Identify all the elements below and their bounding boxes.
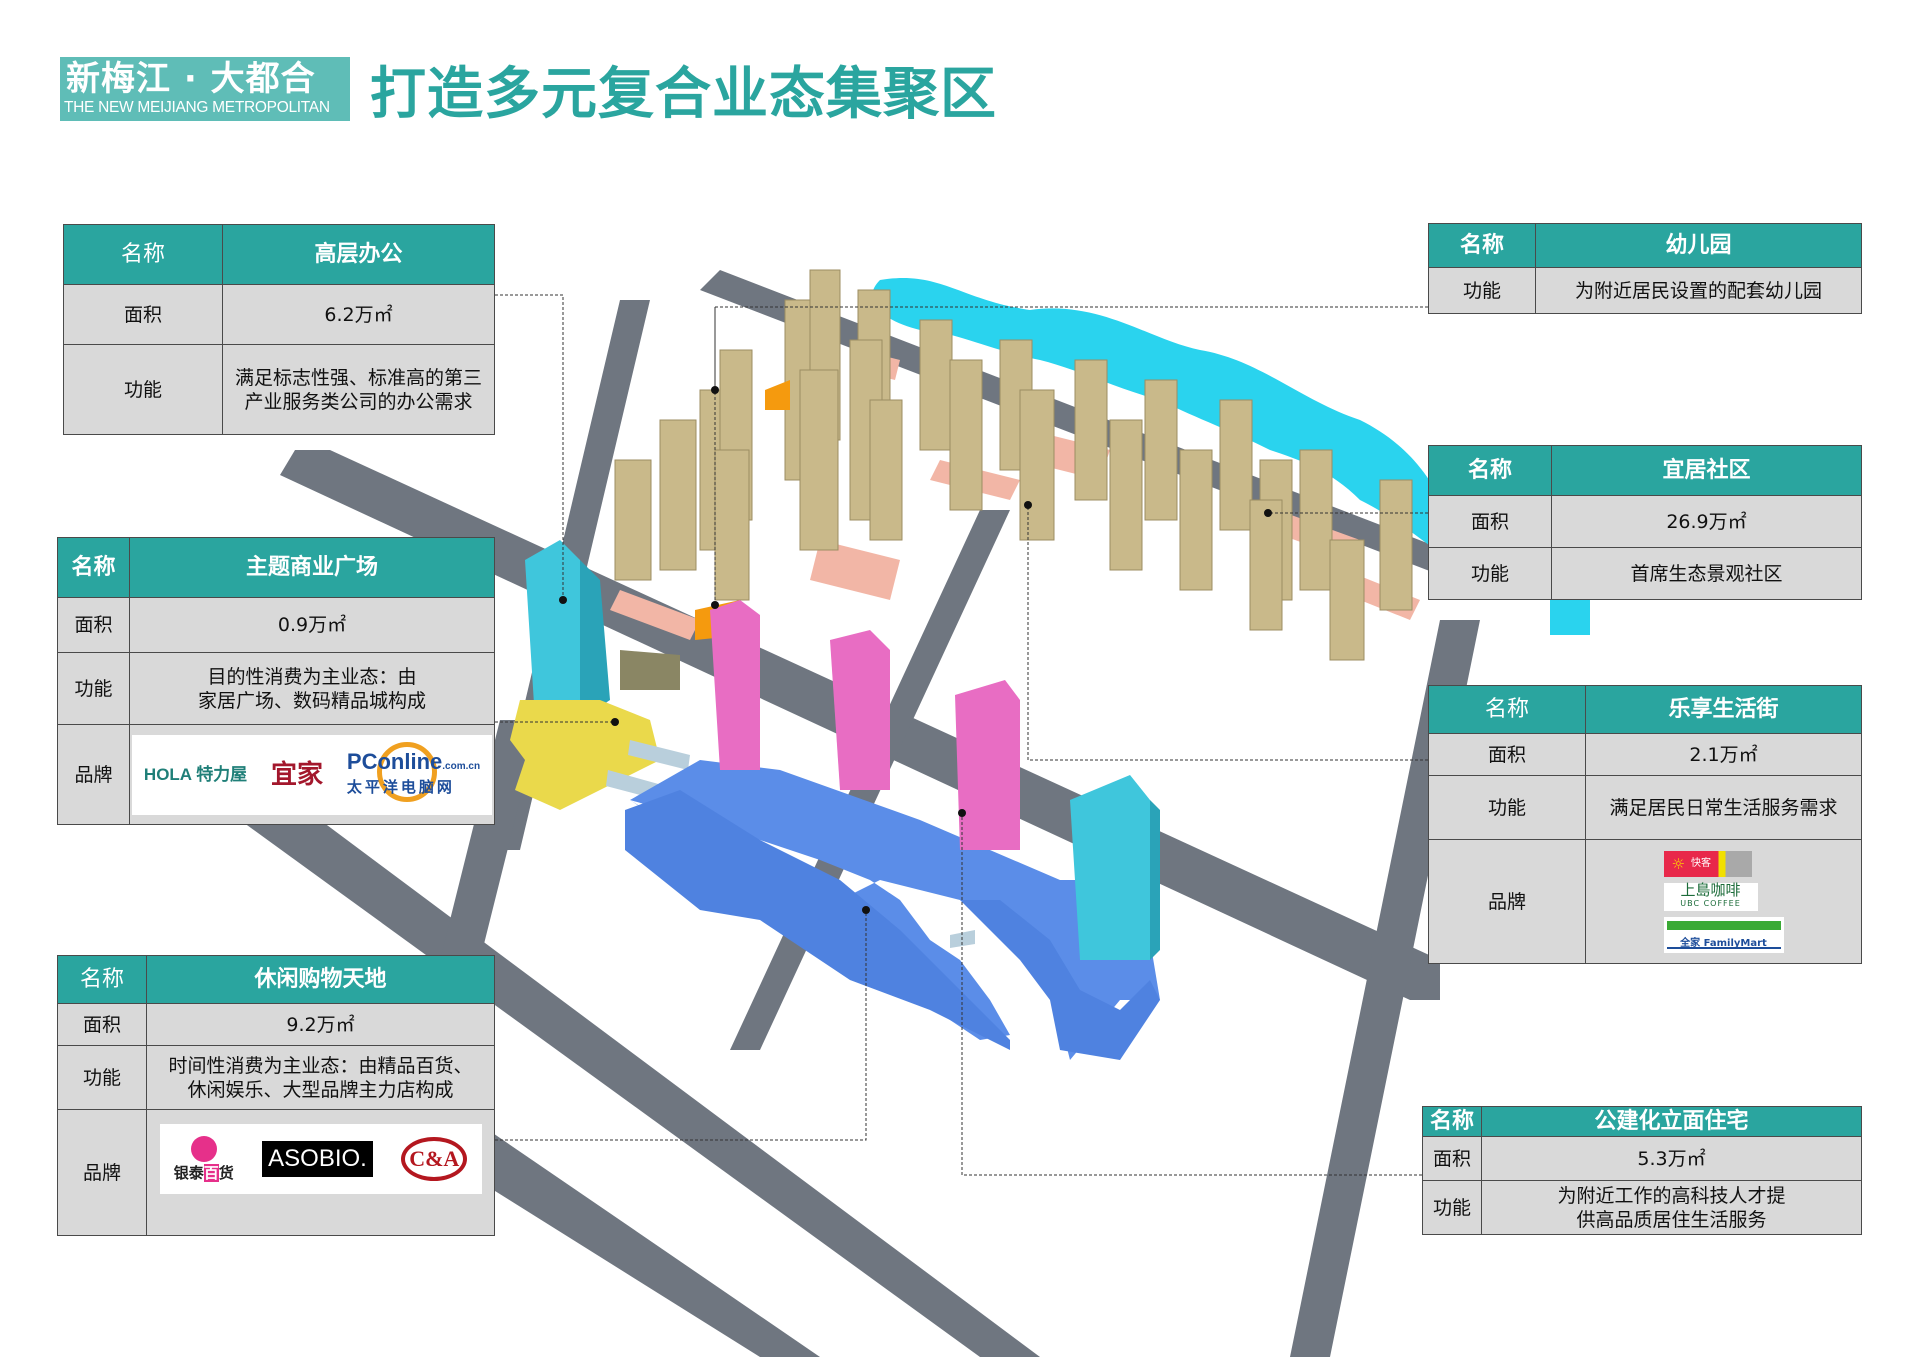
- shopping-mall-west-wing: [625, 790, 1010, 1050]
- brand-kuaike-logo: ☼快客: [1663, 850, 1752, 877]
- leisure-name: 休闲购物天地: [146, 955, 495, 1004]
- life-street-function: 满足居民日常生活服务需求: [1585, 775, 1862, 840]
- brand-pconline-logo: PConline.com.cn 太平洋电脑网: [347, 742, 480, 802]
- road-west-edge: [430, 720, 540, 1000]
- brand-asobio-logo: ASOBIO.: [262, 1141, 373, 1177]
- brand-ca-logo: C&A: [401, 1137, 468, 1181]
- office-name: 高层办公: [222, 224, 495, 285]
- shopping-mall-east-wing: [960, 900, 1160, 1060]
- kindergarten-name: 幼儿园: [1535, 223, 1862, 268]
- table-public-residence: 名称 公建化立面住宅 面积 5.3万㎡ 功能 为附近工作的高科技人才提 供高品质…: [1422, 1106, 1862, 1235]
- residential-towers: [614, 269, 1413, 661]
- label-name: 名称: [57, 955, 147, 1004]
- river-south-pocket: [1550, 600, 1590, 635]
- office-tower-east: [1070, 775, 1160, 960]
- grey-pavilion: [620, 650, 680, 690]
- leisure-brands: 银泰百货 ASOBIO. C&A: [146, 1109, 495, 1236]
- table-office: 名称 高层办公 面积 6.2万㎡ 功能 满足标志性强、标准高的第三 产业服务类公…: [63, 224, 495, 435]
- community-area: 26.9万㎡: [1551, 495, 1862, 548]
- theme-plaza-function: 目的性消费为主业态：由 家居广场、数码精品城构成: [129, 652, 495, 725]
- office-tower-west: [525, 540, 610, 720]
- leader-office: [495, 294, 564, 600]
- label-name: 名称: [1428, 445, 1552, 496]
- theme-plaza-brands: HOLA 特力屋 宜家 PConline.com.cn 太平洋电脑网: [129, 724, 495, 825]
- label-brand: 品牌: [1428, 839, 1586, 964]
- label-area: 面积: [1428, 495, 1552, 548]
- theme-plaza-function-line-2: 家居广场、数码精品城构成: [197, 689, 426, 712]
- brand-hola-logo: HOLA 特力屋: [143, 764, 248, 784]
- project-logo: 新梅江 · 大都合 THE NEW MEIJIANG METROPOLITAN: [60, 57, 350, 121]
- label-name: 名称: [57, 537, 130, 598]
- label-area: 面积: [57, 1003, 147, 1046]
- leisure-function-line-1: 时间性消费为主业态：由精品百货、: [168, 1054, 473, 1077]
- logo-english: THE NEW MEIJIANG METROPOLITAN: [64, 99, 330, 116]
- label-name: 名称: [1428, 685, 1586, 734]
- table-life-street: 名称 乐享生活街 面积 2.1万㎡ 功能 满足居民日常生活服务需求 品牌 ☼快客…: [1428, 685, 1862, 964]
- label-function: 功能: [1428, 267, 1536, 314]
- residence-towers-pink: [710, 600, 1020, 850]
- shopping-mall-podium: [630, 760, 1160, 1060]
- label-function: 功能: [63, 344, 223, 435]
- public-residence-function-line-2: 供高品质居住生活服务: [1576, 1208, 1767, 1231]
- life-street-area: 2.1万㎡: [1585, 733, 1862, 776]
- pconline-sun-icon: [376, 742, 437, 802]
- table-community: 名称 宜居社区 面积 26.9万㎡ 功能 首席生态景观社区: [1428, 445, 1862, 600]
- theme-plaza-function-line-1: 目的性消费为主业态：由: [207, 665, 417, 688]
- leisure-function-line-2: 休闲娱乐、大型品牌主力店构成: [187, 1078, 454, 1101]
- table-leisure-shopping: 名称 休闲购物天地 面积 9.2万㎡ 功能 时间性消费为主业态：由精品百货、 休…: [57, 955, 495, 1236]
- life-street-name: 乐享生活街: [1585, 685, 1862, 734]
- office-function: 满足标志性强、标准高的第三 产业服务类公司的办公需求: [222, 344, 495, 435]
- label-function: 功能: [1428, 547, 1552, 600]
- logo-chinese: 新梅江 · 大都合: [66, 59, 316, 99]
- table-kindergarten: 名称 幼儿园 功能 为附近居民设置的配套幼儿园: [1428, 223, 1862, 314]
- label-area: 面积: [57, 597, 130, 653]
- kindergarten-block-north: [765, 380, 790, 410]
- leader-dots: [559, 386, 1272, 914]
- kindergarten-function: 为附近居民设置的配套幼儿园: [1535, 267, 1862, 314]
- leisure-area: 9.2万㎡: [146, 1003, 495, 1046]
- public-residence-area: 5.3万㎡: [1481, 1136, 1862, 1181]
- public-residence-function: 为附近工作的高科技人才提 供高品质居住生活服务: [1481, 1180, 1862, 1235]
- road-lower-diagonal: [240, 790, 1040, 1357]
- leader-lines: [495, 294, 1428, 1176]
- label-name: 名称: [1428, 223, 1536, 268]
- label-function: 功能: [1428, 775, 1586, 840]
- label-name: 名称: [1422, 1106, 1482, 1137]
- community-name: 宜居社区: [1551, 445, 1862, 496]
- label-area: 面积: [1428, 733, 1586, 776]
- label-name: 名称: [63, 224, 223, 285]
- kuaike-sun-icon: ☼: [1671, 854, 1685, 873]
- table-theme-plaza: 名称 主题商业广场 面积 0.9万㎡ 功能 目的性消费为主业态：由 家居广场、数…: [57, 537, 495, 825]
- label-area: 面积: [63, 284, 223, 345]
- label-function: 功能: [57, 652, 130, 725]
- yintai-flower-icon: [190, 1136, 217, 1162]
- page-title: 打造多元复合业态集聚区: [370, 62, 997, 127]
- brand-familymart-logo: 全家 FamilyMart: [1663, 916, 1784, 953]
- public-residence-name: 公建化立面住宅: [1481, 1106, 1862, 1137]
- theme-plaza-area: 0.9万㎡: [129, 597, 495, 653]
- theme-plaza-name: 主题商业广场: [129, 537, 495, 598]
- office-area: 6.2万㎡: [222, 284, 495, 345]
- office-function-line-2: 产业服务类公司的办公需求: [244, 390, 473, 413]
- community-function: 首席生态景观社区: [1551, 547, 1862, 600]
- label-brand: 品牌: [57, 724, 130, 825]
- office-function-line-1: 满足标志性强、标准高的第三: [234, 366, 482, 389]
- leader-life-street: [1027, 505, 1428, 761]
- label-area: 面积: [1422, 1136, 1482, 1181]
- leader-leisure: [495, 910, 867, 1141]
- brand-yintai-logo: 银泰百货: [174, 1136, 234, 1182]
- brand-yijia-logo: 宜家: [271, 759, 324, 790]
- theme-plaza: [510, 700, 660, 810]
- public-residence-function-line-1: 为附近工作的高科技人才提: [1557, 1184, 1786, 1207]
- leader-public-residence: [961, 813, 1422, 1176]
- label-function: 功能: [1422, 1180, 1482, 1235]
- label-brand: 品牌: [57, 1109, 147, 1236]
- label-function: 功能: [57, 1045, 147, 1110]
- leisure-function: 时间性消费为主业态：由精品百货、 休闲娱乐、大型品牌主力店构成: [146, 1045, 495, 1110]
